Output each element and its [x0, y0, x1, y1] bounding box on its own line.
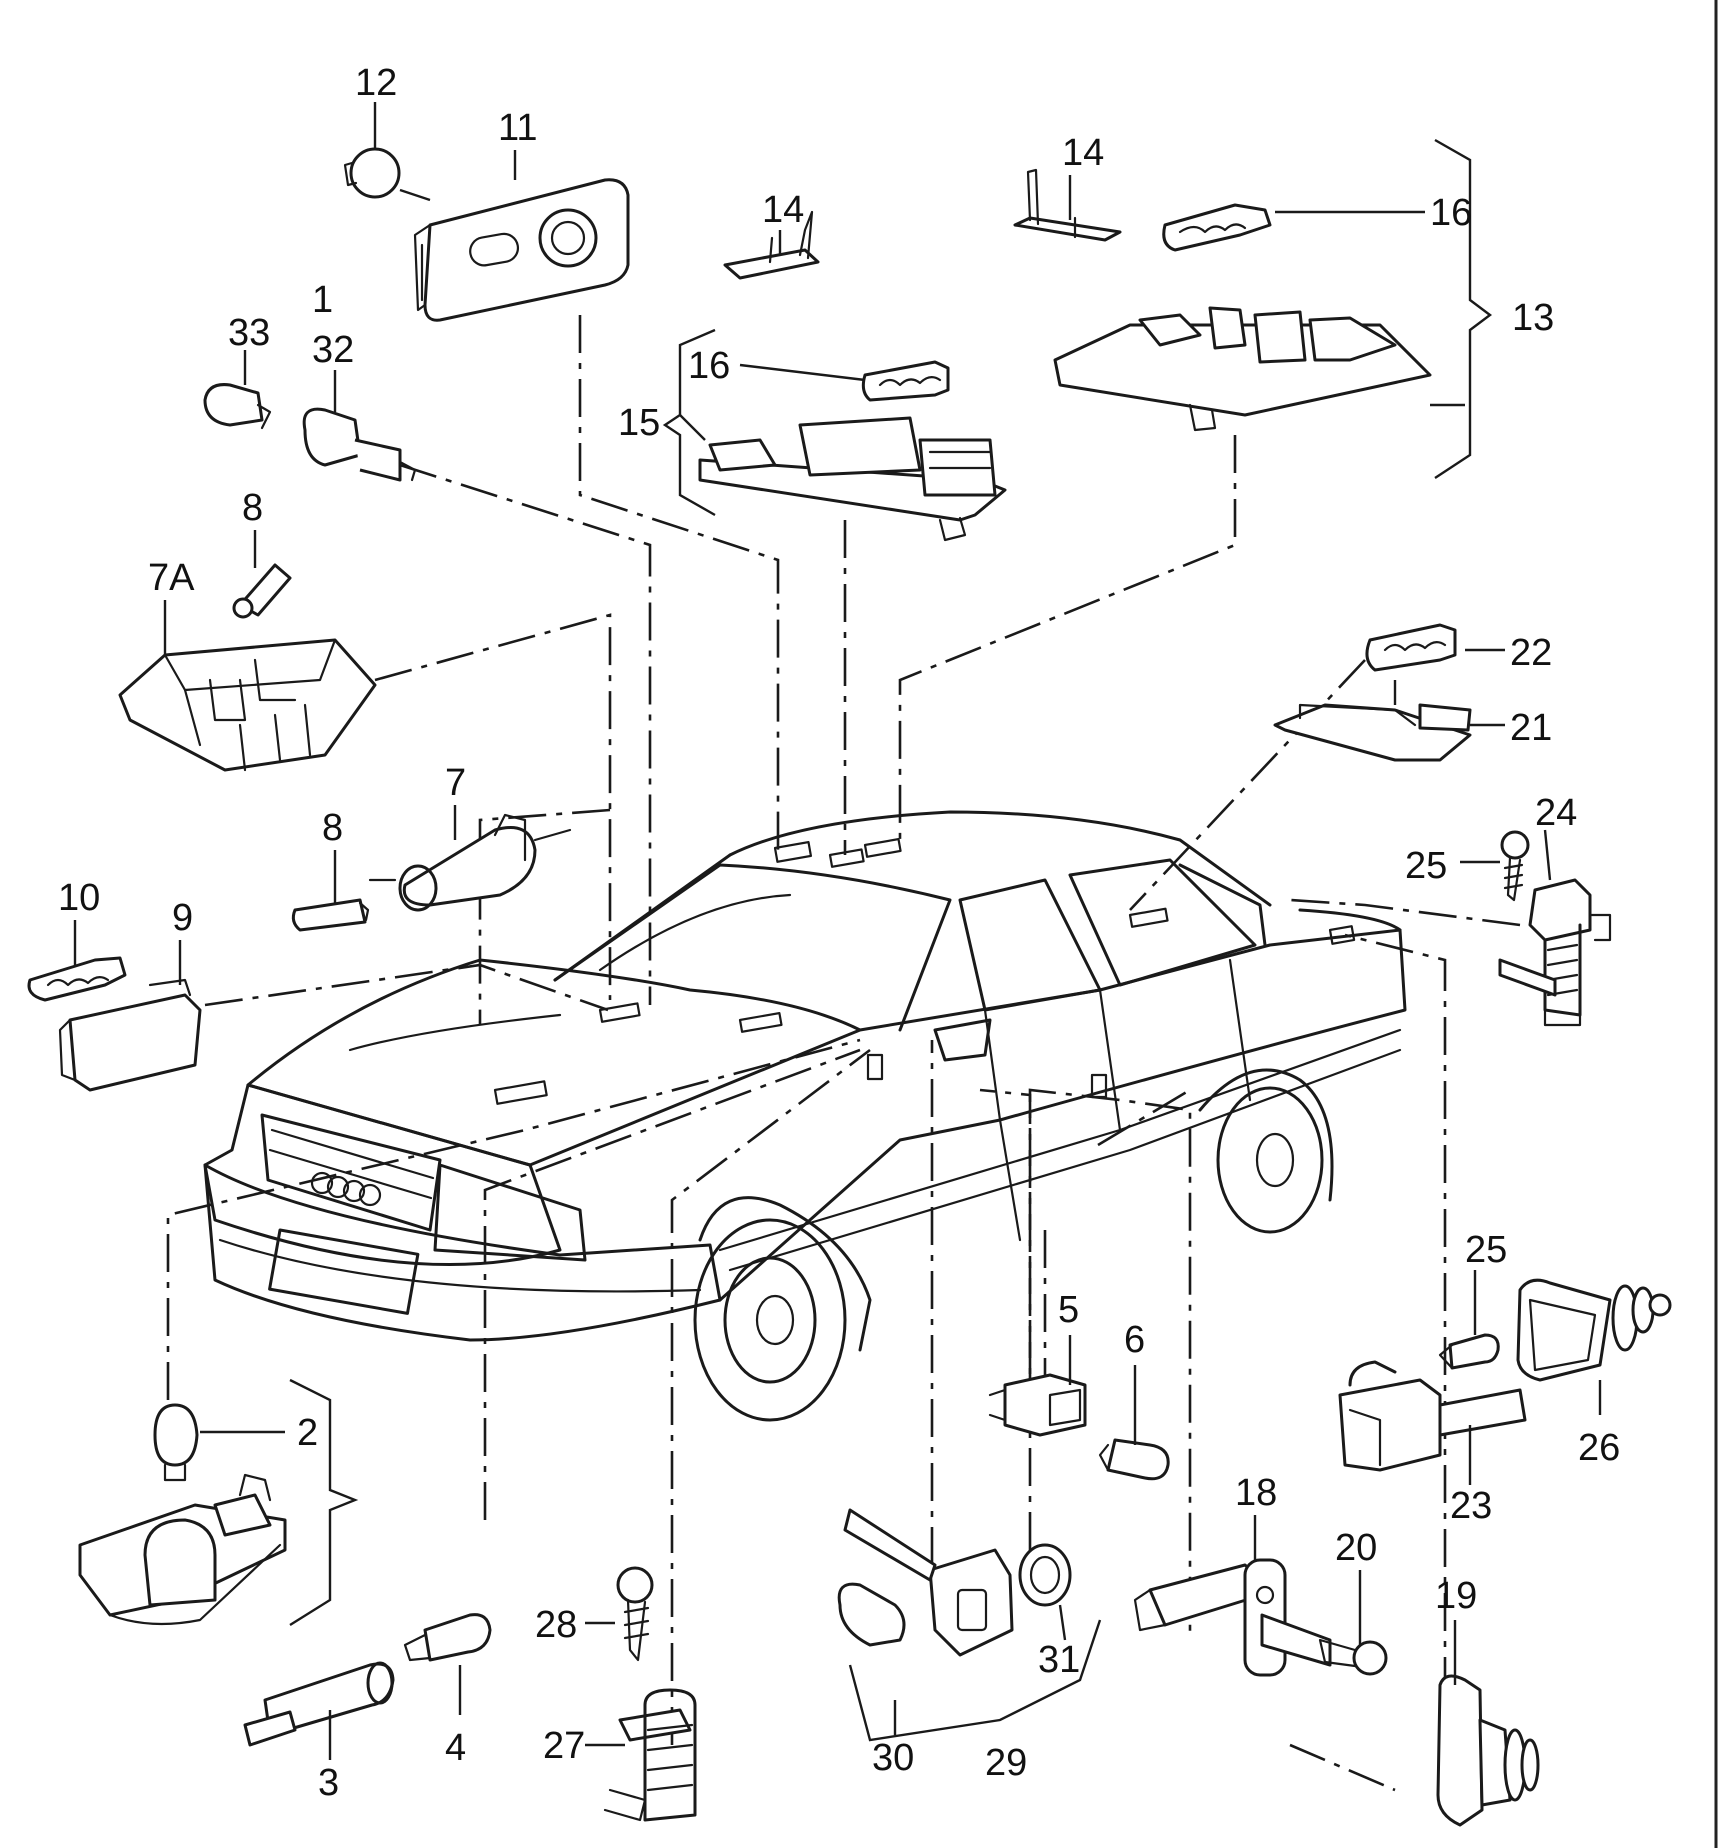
callout-19: 19 [1435, 1575, 1477, 1617]
callout-16-left: 16 [688, 345, 730, 387]
leader-lines [166, 315, 1521, 1792]
part-25-screw-lower [1438, 1333, 1500, 1370]
callout-7: 7 [445, 762, 466, 804]
part-2-bulb [153, 1403, 199, 1482]
callout-25-upper: 25 [1405, 845, 1447, 887]
part-18-door-switch-bracket [1133, 1558, 1332, 1677]
callout-1: 1 [312, 279, 333, 321]
callout-26: 26 [1578, 1427, 1620, 1469]
callout-11: 11 [498, 107, 537, 149]
callout-2: 2 [297, 1412, 318, 1454]
part-15-lamp-housing [698, 416, 1007, 542]
part-28-screw [616, 1566, 654, 1662]
part-1-lamp-housing [78, 1473, 287, 1626]
callout-30: 30 [872, 1737, 914, 1779]
part-13-lamp-housing [1053, 306, 1432, 432]
callout-13: 13 [1512, 297, 1554, 339]
part-30-bulb [837, 1582, 906, 1647]
part-19-rubber-boot [1436, 1674, 1540, 1827]
part-14-clip-left [723, 210, 820, 280]
callout-31: 31 [1038, 1639, 1080, 1681]
part-16-festoon-bulb-middle [861, 360, 950, 402]
callout-14-right: 14 [1062, 132, 1104, 174]
callout-12: 12 [355, 62, 397, 104]
part-23-door-switch [1338, 1360, 1527, 1472]
callout-4: 4 [445, 1727, 466, 1769]
part-12-bulb [343, 147, 401, 199]
part-33-bulb [203, 383, 272, 430]
part-7-socket [368, 813, 572, 912]
callout-5: 5 [1058, 1289, 1079, 1331]
part-26-rubber-boot [1516, 1278, 1672, 1382]
callout-10: 10 [58, 877, 100, 919]
part-3-socket [243, 1661, 395, 1747]
part-7a-tray-light [118, 638, 377, 772]
part-4-bulb [403, 1613, 492, 1662]
callout-24: 24 [1535, 792, 1577, 834]
callout-32: 32 [312, 329, 354, 371]
part-6-bulb [1098, 1438, 1170, 1481]
part-29-key [843, 1508, 1014, 1657]
part-8-bulb-lower [291, 898, 370, 932]
callout-3: 3 [318, 1762, 339, 1804]
part-21-lamp-bracket [1273, 703, 1472, 762]
callout-21: 21 [1510, 707, 1552, 749]
part-16-festoon-bulb-upper [1162, 203, 1272, 252]
part-27-door-switch [603, 1688, 697, 1822]
car-body [203, 810, 1407, 1422]
callout-25-lower: 25 [1465, 1229, 1507, 1271]
callout-33: 33 [228, 312, 270, 354]
callout-15: 15 [618, 402, 660, 444]
part-31-grommet [1018, 1543, 1072, 1607]
part-11-interior-lamp-panel [413, 178, 630, 322]
callout-18: 18 [1235, 1472, 1277, 1514]
callout-16-right: 16 [1430, 192, 1472, 234]
callout-22: 22 [1510, 632, 1552, 674]
group-brackets [289, 138, 1492, 1742]
callout-8-upper: 8 [242, 487, 263, 529]
callout-14-left: 14 [762, 189, 804, 231]
part-20-screw [1318, 1638, 1388, 1676]
part-8-bulb-upper [232, 563, 292, 619]
part-9-lamp-lens [58, 978, 202, 1092]
part-25-screw-upper [1500, 830, 1530, 902]
callout-28: 28 [535, 1604, 577, 1646]
part-5-switch [988, 1373, 1087, 1437]
callout-8-lower: 8 [322, 807, 343, 849]
callout-27: 27 [543, 1725, 585, 1767]
part-32-socket [302, 407, 417, 482]
callout-23: 23 [1450, 1485, 1492, 1527]
callout-9: 9 [172, 897, 193, 939]
part-22-festoon-bulb [1365, 623, 1457, 672]
part-10-festoon-bulb [27, 956, 127, 1002]
callout-leaders [73, 102, 1602, 1760]
callout-7a: 7A [148, 557, 195, 599]
callout-labels: 1 2 3 4 5 6 7 7A 8 8 9 10 11 12 13 14 14… [58, 62, 1620, 1804]
part-24-door-switch [1498, 878, 1612, 1027]
part-14-clip-right [1013, 168, 1122, 242]
callout-20: 20 [1335, 1527, 1377, 1569]
callout-6: 6 [1124, 1319, 1145, 1361]
callout-29: 29 [985, 1742, 1027, 1784]
